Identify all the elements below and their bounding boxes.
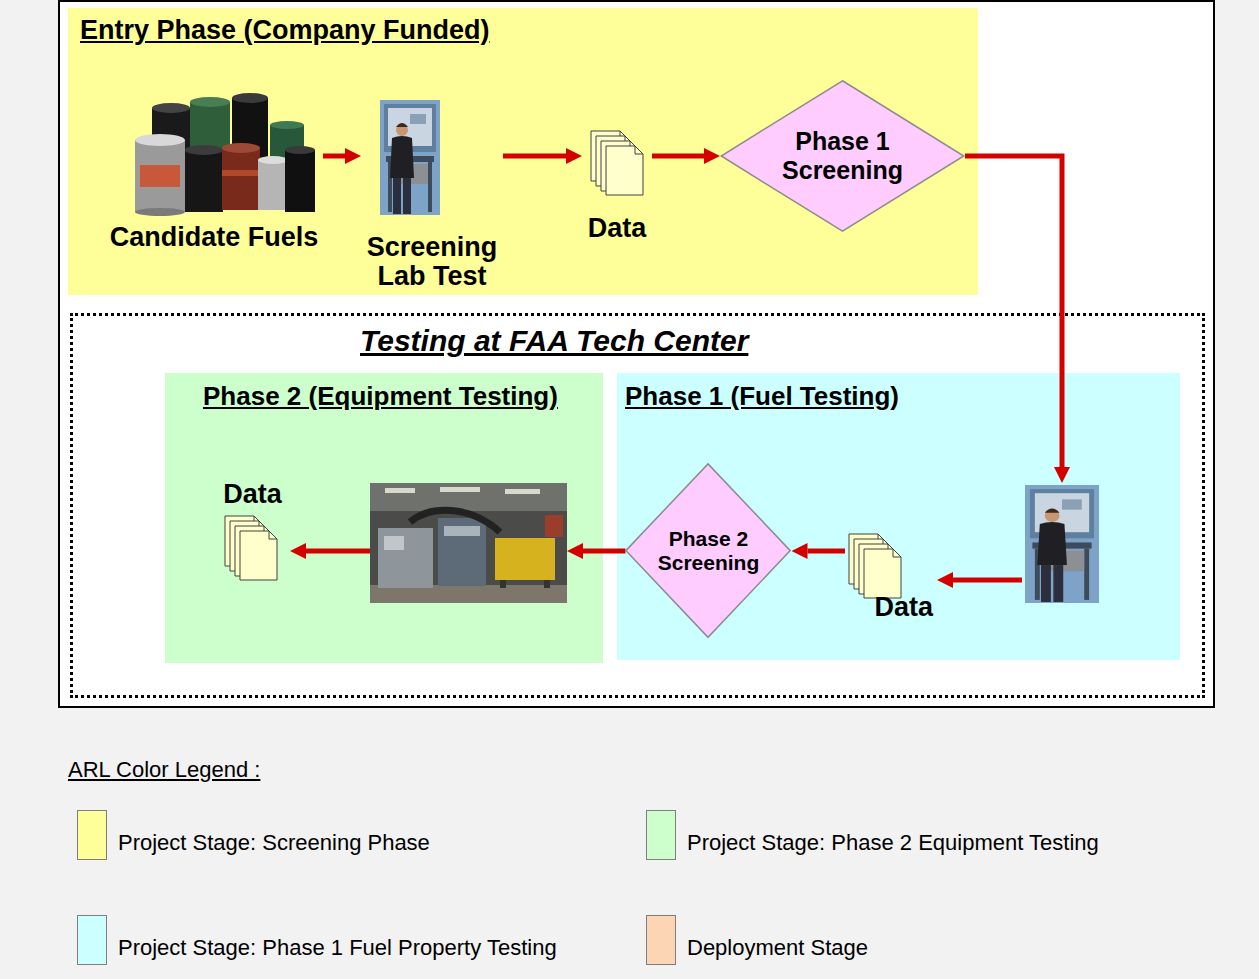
data-icon	[849, 534, 901, 598]
stage-panel: Entry Phase (Company Funded) Candidate Fu…	[68, 8, 978, 295]
flow-arrow	[323, 154, 345, 159]
label-holder: ARL Color Legend :	[68, 757, 260, 783]
node-caption: Data	[223, 480, 282, 510]
region-box: Testing at FAA Tech CenterPhase 2 (Equip…	[70, 313, 1205, 698]
node-caption: Screening Lab Test	[365, 233, 499, 292]
lab-test-picture	[380, 100, 440, 215]
flow-arrow	[306, 549, 370, 554]
equipment-test-picture	[370, 483, 567, 603]
legend-text: Project Stage: Phase 2 Equipment Testing	[687, 830, 1099, 856]
data-node: Data	[215, 478, 290, 596]
flow-arrow	[503, 154, 566, 159]
diamond-shape	[626, 464, 790, 637]
panel-heading: Phase 1 (Fuel Testing)	[625, 381, 899, 412]
data-icon	[225, 516, 277, 580]
diamond-shape	[721, 81, 964, 231]
legend-text: Deployment Stage	[687, 935, 868, 961]
legend-entry: Project Stage: Screening Phase	[77, 810, 430, 860]
data-icon	[591, 131, 643, 195]
stage-panel: Phase 1 (Fuel Testing) Phase 2 ScreeningD…	[617, 373, 1180, 660]
image-node	[1022, 483, 1102, 606]
legend-text: Project Stage: Phase 1 Fuel Property Tes…	[118, 935, 557, 961]
decision-diamond: Phase 1 Screening	[720, 80, 965, 232]
legend-entry: Project Stage: Phase 2 Equipment Testing	[646, 810, 1099, 860]
region-heading: Testing at FAA Tech Center	[360, 323, 748, 359]
flow-arrow	[965, 156, 1062, 467]
lab-test-picture	[1025, 485, 1099, 603]
decision-diamond: Phase 2 Screening	[625, 463, 791, 638]
image-node	[370, 483, 567, 603]
frame-border	[59, 1, 1214, 707]
legend-title: ARL Color Legend :	[68, 757, 260, 783]
legend-entry: Deployment Stage	[646, 915, 868, 965]
fuel-barrels-picture	[135, 93, 315, 216]
panel-heading: Entry Phase (Company Funded)	[80, 14, 490, 46]
image-node: Candidate Fuels	[105, 90, 323, 255]
flow-arrow	[953, 578, 1022, 583]
decision-label: Phase 1 Screening	[773, 127, 913, 185]
legend-swatch	[77, 915, 107, 965]
node-caption: Candidate Fuels	[110, 223, 319, 253]
decision-label: Phase 2 Screening	[652, 527, 764, 575]
legend-swatch	[646, 810, 676, 860]
node-caption: Data	[874, 593, 933, 623]
flow-arrow	[808, 548, 845, 553]
flow-arrow	[652, 154, 704, 159]
legend-entry: Project Stage: Phase 1 Fuel Property Tes…	[77, 915, 557, 965]
data-node: Data	[845, 533, 937, 625]
panel-heading: Phase 2 (Equipment Testing)	[203, 381, 558, 412]
stage-panel: Phase 2 (Equipment Testing) Data	[165, 373, 603, 663]
image-node: Screening Lab Test	[361, 98, 503, 294]
legend-swatch	[646, 915, 676, 965]
node-caption: Data	[588, 214, 647, 244]
legend-swatch	[77, 810, 107, 860]
panel-fill	[165, 373, 603, 663]
flow-arrow	[583, 548, 625, 553]
data-node: Data	[582, 124, 652, 246]
legend-text: Project Stage: Screening Phase	[118, 830, 430, 856]
